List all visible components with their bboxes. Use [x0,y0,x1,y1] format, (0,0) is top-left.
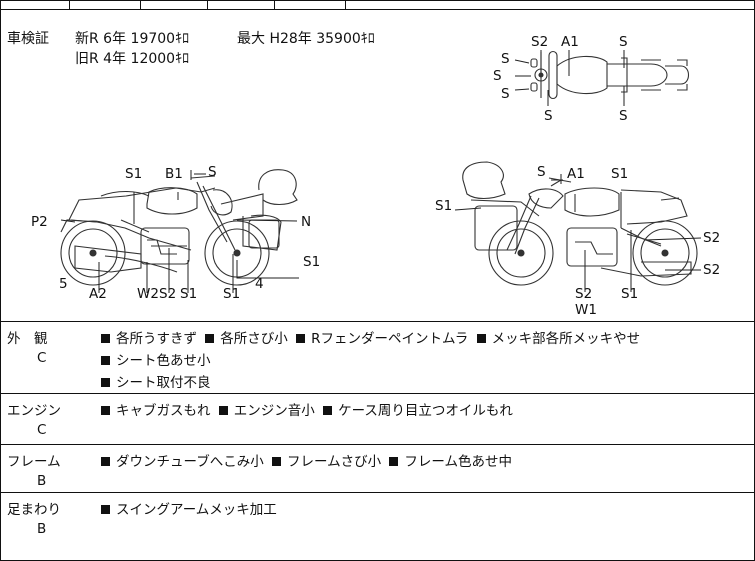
diagram-label: S [619,108,628,124]
note-item: キャブガスもれ [101,403,211,419]
bullet-square-icon [323,406,333,415]
diagram-label: P2 [31,214,48,230]
note-item: ダウンチューブへこみ小 [101,454,264,470]
bullet-square-icon [296,334,306,343]
note-item: Rフェンダーペイントムラ [296,331,468,347]
bullet-square-icon [101,406,110,415]
diagram-label: S [501,86,510,102]
diagram-label: S [544,108,553,124]
bullet-square-icon [205,334,215,343]
bullet-square-icon [272,457,281,466]
header-row [1,1,754,10]
damage-diagram: 車検証 新R 6年 19700ｷﾛ 最大 H28年 35900ｷﾛ 旧R 4年 … [1,10,754,322]
section-exterior: 外 観 C 各所うすきず 各所さび小 Rフェンダーペイントムラ メッキ部各所メッ… [1,322,754,394]
section-notes: キャブガスもれ エンジン音小 ケース周り目立つオイルもれ [101,400,751,422]
diagram-label: W2 [137,286,159,302]
section-grade: C [37,350,47,366]
diagram-label: S2 [703,230,720,246]
motorcycle-diagrams: S2 A1 S S S S S S S1 B1 S P2 N S1 5 A2 W… [31,34,720,318]
note-item: シート取付不良 [101,375,211,391]
diagram-label: A2 [89,286,107,302]
bullet-square-icon [101,378,110,387]
diagram-label: S2 [575,286,592,302]
section-grade: C [37,422,47,438]
section-title: 外 観 [7,331,48,347]
top-view-bike [530,50,690,100]
note-item: フレームさび小 [272,454,381,470]
diagram-label: A1 [561,34,579,50]
section-frame: フレーム B ダウンチューブへこみ小 フレームさび小 フレーム色あせ中 [1,445,754,493]
diagram-label: S2 [703,262,720,278]
diagram-label: S1 [303,254,320,270]
certificate-new-mileage: 新R 6年 19700ｷﾛ [75,31,190,47]
section-notes: ダウンチューブへこみ小 フレームさび小 フレーム色あせ中 [101,451,751,473]
diagram-label: 5 [59,276,68,292]
leader-lines [60,50,702,293]
diagram-label: W1 [575,302,597,318]
top-view-labels: S2 A1 S S S S S S [493,34,628,124]
header-cell [70,1,141,9]
section-title: 足まわり [7,502,61,518]
right-side-view-bike [462,161,698,286]
diagram-label: B1 [165,166,183,182]
section-notes: スイングアームメッキ加工 [101,499,751,521]
diagram-label: S1 [435,198,452,214]
diagram-label: S1 [223,286,240,302]
header-cell [275,1,346,9]
diagram-label: S [501,51,510,67]
diagram-label: S2 [531,34,548,50]
section-title: エンジン [7,403,61,419]
left-bike-labels: S1 B1 S P2 N S1 5 A2 W2 S2 S1 S1 4 [31,164,320,302]
bullet-square-icon [101,505,110,514]
note-item: スイングアームメッキ加工 [101,502,277,518]
section-title: フレーム [7,454,61,470]
note-item: フレーム色あせ中 [389,454,512,470]
bullet-square-icon [218,406,228,415]
diagram-label: A1 [567,166,585,182]
bullet-square-icon [101,334,110,343]
diagram-label: S1 [180,286,197,302]
certificate-max-mileage: 最大 H28年 35900ｷﾛ [237,31,375,47]
diagram-label: 4 [255,276,264,292]
diagram-label: S [537,164,546,180]
note-item: メッキ部各所メッキやせ [476,331,640,347]
note-item: 各所うすきず [101,331,197,347]
diagram-label: S2 [159,286,176,302]
section-notes: 各所うすきず 各所さび小 Rフェンダーペイントムラ メッキ部各所メッキやせ シー… [101,328,751,394]
note-item: シート色あせ小 [101,353,211,369]
diagram-label: S1 [125,166,142,182]
certificate-old-mileage: 旧R 4年 12000ｷﾛ [75,51,190,67]
bullet-square-icon [389,457,399,466]
bullet-square-icon [101,457,110,466]
section-suspension: 足まわり B スイングアームメッキ加工 [1,493,754,560]
note-item: 各所さび小 [205,331,288,347]
section-grade: B [37,473,47,489]
header-cell [1,1,70,9]
note-item: ケース周り目立つオイルもれ [323,403,513,419]
diagram-label: S1 [621,286,638,302]
header-cell [141,1,208,9]
bullet-square-icon [101,356,110,365]
left-side-view-bike [60,169,298,286]
diagram-label: S [493,68,502,84]
diagram-label: N [301,214,311,230]
diagram-label: S [619,34,628,50]
certificate-label: 車検証 [7,31,49,47]
section-engine: エンジン C キャブガスもれ エンジン音小 ケース周り目立つオイルもれ [1,394,754,445]
diagram-label: S [208,164,217,180]
note-item: エンジン音小 [218,403,315,419]
diagram-label: S1 [611,166,628,182]
right-bike-labels: S A1 S1 S1 S2 S2 S2 W1 S1 [435,164,720,318]
header-cell [208,1,275,9]
bullet-square-icon [476,334,486,343]
section-grade: B [37,521,47,537]
